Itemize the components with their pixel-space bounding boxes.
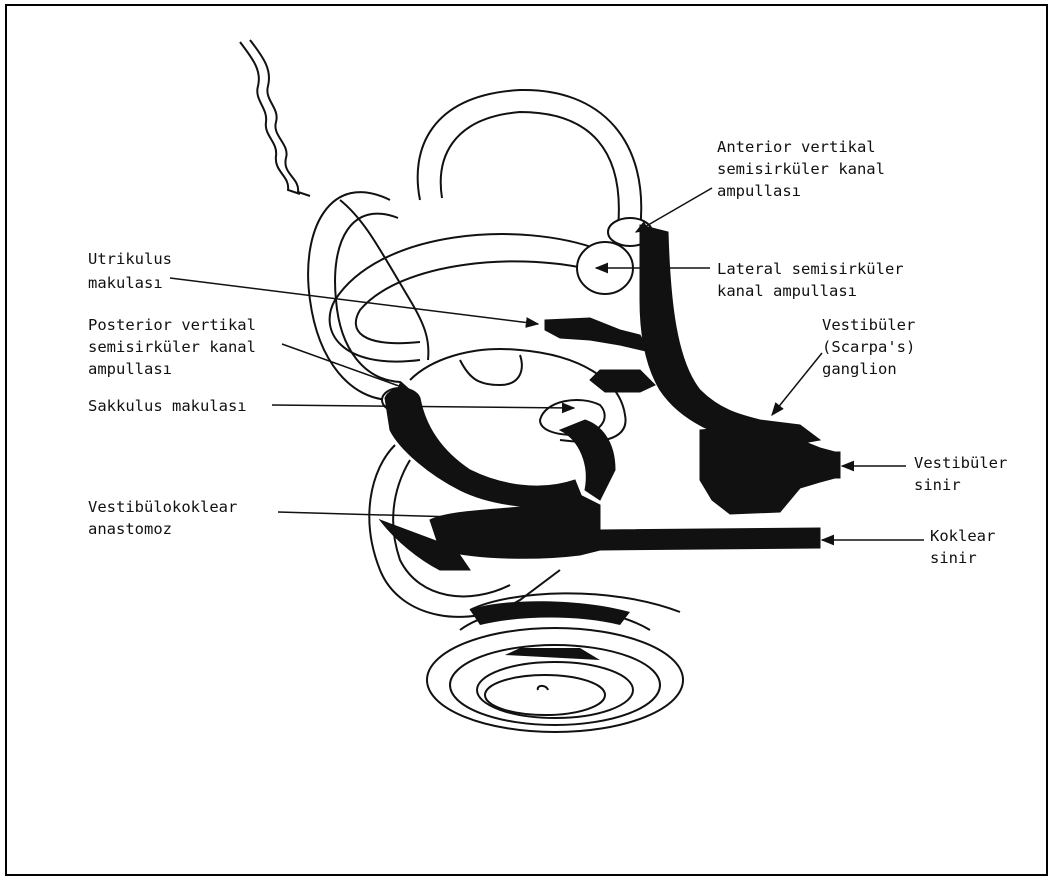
leader-anterior-ampulla bbox=[636, 188, 712, 232]
label-utriculus: Utrikulus makulası bbox=[88, 250, 181, 292]
label-anterior-ampulla: Anterior vertikal semisirküler kanal amp… bbox=[717, 138, 894, 200]
label-cochlear-nerve: Koklear sinir bbox=[930, 527, 1005, 567]
leader-sacculus bbox=[272, 405, 574, 408]
endolymphatic-duct bbox=[240, 40, 310, 196]
label-scarpa: Vestibüler (Scarpa's) ganglion bbox=[822, 316, 925, 378]
anterior-semicircular-canal bbox=[418, 90, 642, 230]
label-lateral-ampulla: Lateral semisirküler kanal ampullası bbox=[717, 260, 913, 300]
lateral-semicircular-canal bbox=[330, 234, 600, 362]
leader-scarpa bbox=[772, 353, 822, 415]
label-sacculus: Sakkulus makulası bbox=[88, 397, 247, 415]
cochlear-base-fill bbox=[470, 601, 630, 625]
leader-posterior-ampulla bbox=[282, 344, 410, 390]
cochlear-duct-fill bbox=[505, 648, 600, 660]
posterior-semicircular-canal bbox=[308, 192, 428, 400]
label-anastomosis: Vestibülokoklear anastomoz bbox=[88, 498, 247, 538]
label-vestibular-nerve: Vestibüler sinir bbox=[914, 454, 1017, 494]
label-posterior-ampulla: Posterior vertikal semisirküler kanal am… bbox=[88, 316, 265, 378]
